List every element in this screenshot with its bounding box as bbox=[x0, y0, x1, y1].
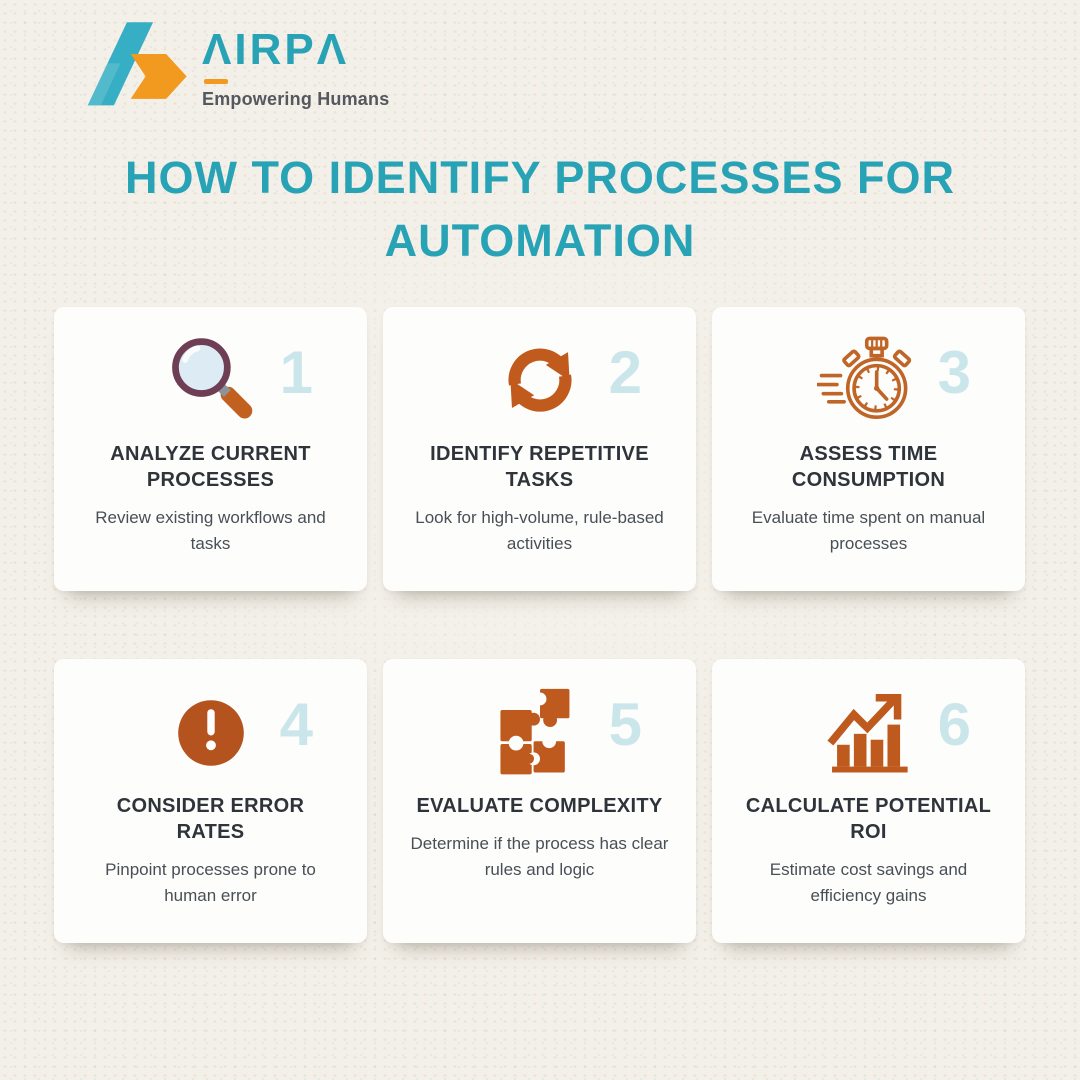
step-card-1: 1 ANALYZE CURRENT PROCESSES Review exist… bbox=[54, 307, 367, 591]
step-title: ASSESS TIME CONSUMPTION bbox=[791, 443, 946, 491]
puzzle-icon bbox=[383, 685, 696, 781]
step-title: CONSIDER ERROR RATES bbox=[116, 795, 305, 843]
brand-tagline: Empowering Humans bbox=[202, 89, 390, 109]
step-number: 6 bbox=[937, 691, 971, 758]
step-number: 5 bbox=[608, 691, 642, 758]
step-description: Pinpoint processes prone to human error bbox=[105, 860, 316, 906]
steps-grid: 1 ANALYZE CURRENT PROCESSES Review exist… bbox=[54, 307, 1025, 943]
error-exclamation-icon bbox=[54, 685, 367, 781]
step-description: Look for high-volume, rule-based activit… bbox=[415, 508, 664, 554]
step-card-6: 6 CALCULATE POTENTIAL ROI Estimate cost … bbox=[712, 659, 1025, 943]
step-description: Estimate cost savings and efficiency gai… bbox=[769, 860, 968, 906]
sync-arrows-icon bbox=[383, 333, 696, 429]
airpa-logo-icon bbox=[87, 22, 187, 106]
step-title: ANALYZE CURRENT PROCESSES bbox=[110, 443, 311, 491]
step-number: 4 bbox=[279, 691, 313, 758]
stopwatch-icon bbox=[712, 333, 1025, 429]
brand-wordmark: ΛIRPΛ bbox=[202, 25, 350, 74]
step-description: Determine if the process has clear rules… bbox=[410, 834, 669, 880]
roi-chart-icon bbox=[712, 685, 1025, 781]
step-card-2: 2 IDENTIFY REPETITIVE TASKS Look for hig… bbox=[383, 307, 696, 591]
step-card-5: 5 EVALUATE COMPLEXITY Determine if the p… bbox=[383, 659, 696, 943]
page-title: HOW TO IDENTIFY PROCESSES FOR AUTOMATION bbox=[0, 146, 1080, 272]
page-title-line1: HOW TO IDENTIFY PROCESSES FOR bbox=[125, 152, 955, 203]
step-number: 1 bbox=[279, 339, 313, 406]
brand-underscore-accent bbox=[204, 79, 228, 84]
step-title: CALCULATE POTENTIAL ROI bbox=[745, 795, 992, 843]
step-description: Evaluate time spent on manual processes bbox=[751, 508, 986, 554]
step-description: Review existing workflows and tasks bbox=[95, 508, 326, 554]
page-title-line2: AUTOMATION bbox=[384, 215, 696, 266]
step-title: EVALUATE COMPLEXITY bbox=[416, 795, 663, 817]
brand-text-block: ΛIRPΛ Empowering Humans bbox=[202, 14, 389, 110]
step-number: 3 bbox=[937, 339, 971, 406]
step-number: 2 bbox=[608, 339, 642, 406]
brand-header: ΛIRPΛ Empowering Humans bbox=[56, 14, 389, 110]
step-card-3: 3 bbox=[712, 307, 1025, 591]
step-title: IDENTIFY REPETITIVE TASKS bbox=[430, 443, 649, 491]
step-card-4: 4 CONSIDER ERROR RATES Pinpoint processe… bbox=[54, 659, 367, 943]
magnifier-icon bbox=[54, 333, 367, 429]
